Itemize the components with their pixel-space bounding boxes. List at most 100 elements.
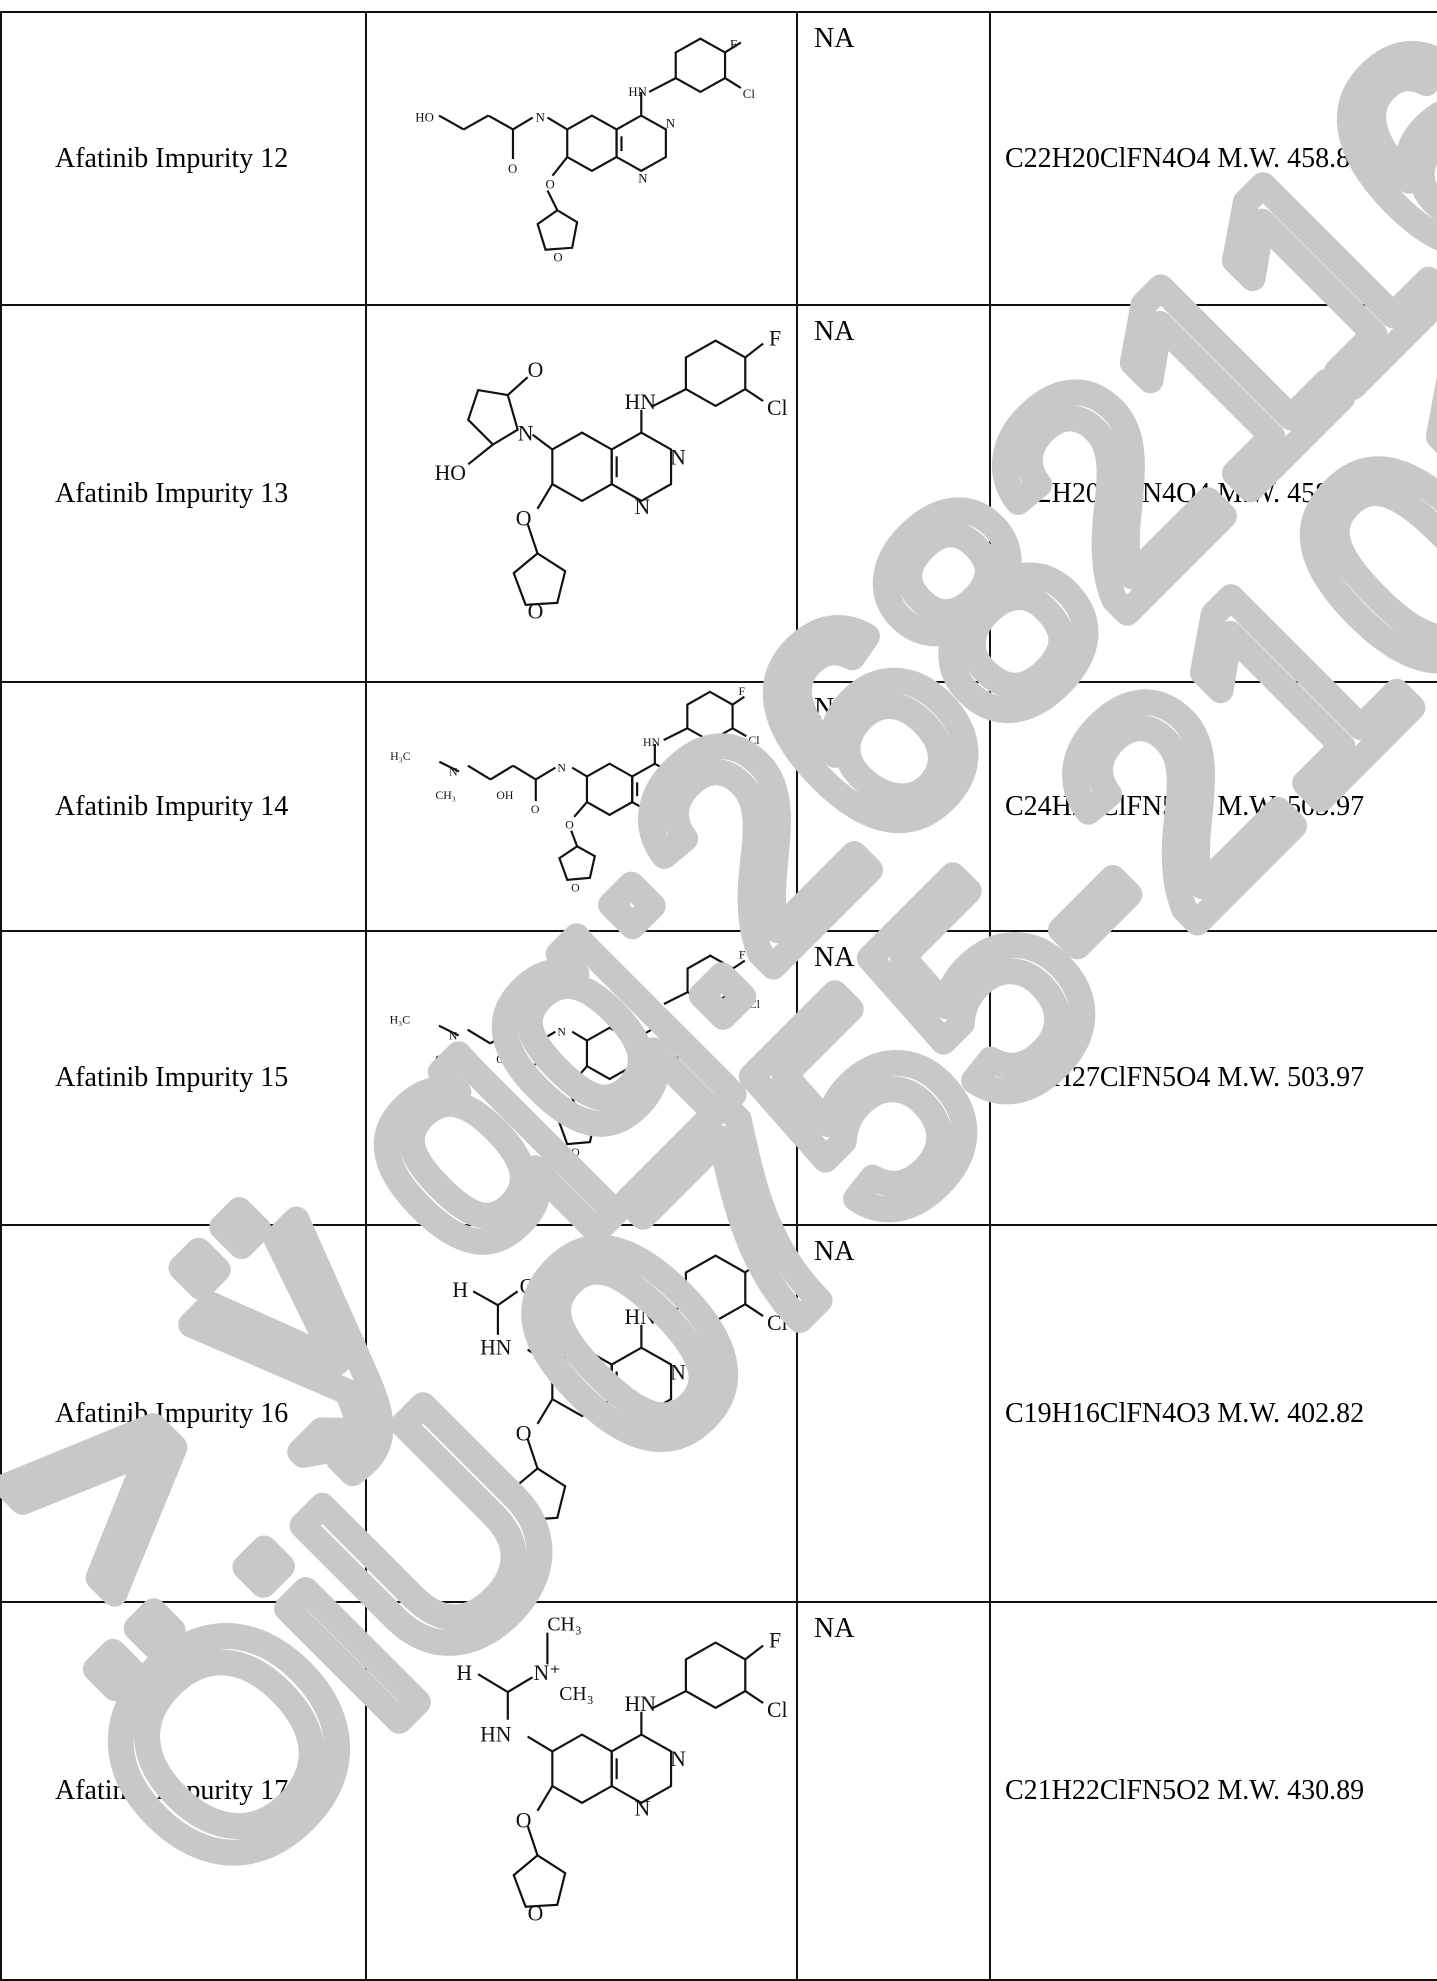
atom-label: O: [528, 600, 544, 624]
atom-label: O: [565, 1082, 574, 1096]
formula-cell: C24H27ClFN5O4 M.W. 503.97: [989, 930, 1437, 1226]
structure-cell: F Cl HN N N HN H N⁺ CH₃ CH₃ O O: [365, 1601, 798, 1981]
structure-cell: F Cl HN N N HN H O O O: [365, 1224, 798, 1603]
atom-label: H: [456, 1661, 472, 1685]
impurity-name-cell: Afatinib Impurity 16: [0, 1224, 367, 1603]
atom-label: HN: [480, 1723, 512, 1747]
atom-label: HN: [625, 1305, 657, 1329]
atom-label: N: [536, 111, 545, 125]
atom-label: OH: [496, 1052, 514, 1066]
table-row: Afatinib Impurity 16 F Cl HN: [0, 1224, 1437, 1603]
structure-cell: F Cl HN N N N O O O OH N H₃C CH₃: [365, 930, 798, 1226]
impurity-name: Afatinib Impurity 13: [55, 477, 289, 509]
atom-label: N: [670, 1747, 686, 1771]
atom-label: N: [449, 765, 458, 779]
atom-label: O: [528, 1902, 544, 1926]
atom-label: N: [449, 1029, 458, 1043]
formula-value: C24H27ClFN5O4 M.W. 503.97: [1005, 1062, 1365, 1093]
atom-label: N: [557, 1025, 566, 1039]
cas-cell: NA: [796, 1224, 991, 1603]
impurity-name-cell: Afatinib Impurity 17: [0, 1601, 367, 1981]
atom-label: O: [531, 802, 540, 816]
atom-label: N: [666, 116, 675, 130]
atom-label: H: [452, 1278, 468, 1302]
formula-value: C19H16ClFN4O3 M.W. 402.82: [1005, 1397, 1365, 1429]
atom-label: HN: [643, 999, 661, 1013]
table-row: Afatinib Impurity 12: [0, 11, 1437, 306]
chemical-structure-image: F Cl HN N N N O O O HO: [435, 327, 788, 624]
cas-cell: NA: [796, 930, 991, 1226]
structure-cell: F Cl HN N N N O O O OH N H₃C CH₃: [365, 681, 798, 932]
atom-label: F: [739, 948, 746, 962]
table-row: Afatinib Impurity 13 F: [0, 304, 1437, 683]
atom-label: O: [546, 178, 555, 192]
atom-label: HN: [625, 1692, 657, 1716]
atom-label: F: [730, 38, 737, 52]
atom-label: HO: [415, 111, 434, 125]
cas-value: NA: [814, 942, 855, 973]
atom-label: O: [571, 881, 580, 895]
chemical-structure-image: F Cl HN N N HN H O O O: [452, 1242, 788, 1539]
chemical-structure-image: F Cl HN N N N O O O OH N H₃C CH₃: [390, 684, 760, 895]
formula-cell: C21H22ClFN5O2 M.W. 430.89: [989, 1601, 1437, 1981]
formula-cell: C19H16ClFN4O3 M.W. 402.82: [989, 1224, 1437, 1603]
impurity-name-cell: Afatinib Impurity 12: [0, 11, 367, 306]
atom-label: CH₃: [435, 1052, 456, 1066]
impurity-name: Afatinib Impurity 17: [55, 1775, 289, 1806]
atom-label: Cl: [767, 1698, 788, 1722]
atom-label: CH₃: [559, 1683, 593, 1705]
cas-cell: NA: [796, 681, 991, 932]
atom-label: HN: [643, 735, 661, 749]
atom-label: N: [670, 445, 686, 469]
formula-cell: C22H20ClFN4O4 M.W. 458.88: [989, 304, 1437, 683]
table-row: Afatinib Impurity 15: [0, 930, 1437, 1226]
atom-label: N: [638, 172, 647, 186]
atom-label: O: [508, 162, 517, 176]
impurity-name: Afatinib Impurity 16: [55, 1397, 289, 1429]
atom-label: HN: [625, 390, 657, 414]
impurity-name: Afatinib Impurity 12: [55, 142, 289, 174]
atom-label: Cl: [767, 1311, 788, 1335]
cas-value: NA: [814, 693, 855, 724]
cas-cell: NA: [796, 1601, 991, 1981]
atom-label: O: [520, 1274, 536, 1298]
impurity-name-cell: Afatinib Impurity 14: [0, 681, 367, 932]
atom-label: O: [516, 1422, 532, 1446]
atom-label: O: [553, 251, 562, 265]
atom-label: H₃C: [390, 1013, 411, 1027]
atom-label: O: [531, 1066, 540, 1080]
formula-value: C21H22ClFN5O2 M.W. 430.89: [1005, 1775, 1365, 1806]
table-row: Afatinib Impurity 14: [0, 681, 1437, 932]
atom-label: N: [670, 1360, 686, 1384]
atom-label: O: [528, 1515, 544, 1539]
atom-label: HN: [480, 1336, 512, 1360]
structure-cell: F Cl HN N N N O O O HO: [365, 11, 798, 306]
structure-cell: F Cl HN N N N O O O HO: [365, 304, 798, 683]
atom-label: N: [650, 816, 659, 830]
impurity-name-cell: Afatinib Impurity 13: [0, 304, 367, 683]
chemical-structure-image: F Cl HN N N HN H N⁺ CH₃ CH₃ O O: [456, 1614, 788, 1926]
formula-value: C22H20ClFN4O4 M.W. 458.88: [1005, 477, 1365, 509]
formula-cell: C22H20ClFN4O4 M.W. 458.87: [989, 11, 1437, 306]
atom-label: N: [634, 495, 650, 519]
atom-label: F: [769, 1629, 781, 1653]
atom-label: Cl: [748, 733, 760, 747]
cas-value: NA: [814, 1236, 855, 1267]
atom-label: Cl: [749, 997, 761, 1011]
impurity-name-cell: Afatinib Impurity 15: [0, 930, 367, 1226]
atom-label: N: [650, 1080, 659, 1094]
formula-cell: C24H27ClFN5O4 M.W. 503.97: [989, 681, 1437, 932]
atom-label: Cl: [743, 87, 756, 101]
impurity-name: Afatinib Impurity 15: [55, 1062, 289, 1093]
atom-label: N: [634, 1410, 650, 1434]
atom-label: N: [557, 761, 566, 775]
atom-label: O: [528, 358, 544, 382]
atom-label: O: [571, 1145, 580, 1159]
atom-label: HO: [435, 461, 466, 485]
atom-label: F: [769, 327, 781, 351]
cas-cell: NA: [796, 304, 991, 683]
cas-value: NA: [814, 23, 855, 54]
atom-label: N: [518, 422, 534, 446]
atom-label: N⁺: [534, 1661, 561, 1685]
chemical-structure-image: F Cl HN N N N O O O HO: [415, 37, 756, 265]
